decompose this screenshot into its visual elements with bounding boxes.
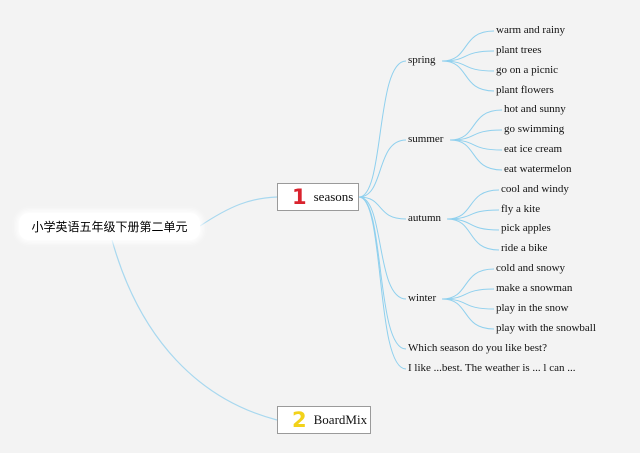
seasons-to-autumn-link <box>358 196 407 220</box>
number-one-icon: 1 <box>292 185 307 209</box>
winter-item-link <box>441 288 495 300</box>
topic-boardmix[interactable]: 2 BoardMix <box>277 406 371 434</box>
season-autumn[interactable]: autumn <box>408 212 441 224</box>
autumn-item[interactable]: cool and windy <box>501 183 569 195</box>
winter-item-link <box>441 298 495 310</box>
spring-item-link <box>441 50 495 62</box>
topic-label: seasons <box>313 189 354 204</box>
spring-item-link <box>441 60 495 72</box>
summer-item[interactable]: go swimming <box>504 123 565 135</box>
spring-item-link <box>441 30 495 62</box>
autumn-item[interactable]: fly a kite <box>501 203 541 215</box>
spring-item[interactable]: plant trees <box>496 44 542 56</box>
seasons-to-question-link <box>358 196 407 350</box>
root-to-seasons-link <box>199 196 278 227</box>
autumn-item[interactable]: pick apples <box>501 222 551 234</box>
winter-item[interactable]: cold and snowy <box>496 262 566 274</box>
winter-item[interactable]: play with the snowball <box>496 322 596 334</box>
root-topic[interactable]: 小学英语五年级下册第二单元 <box>19 213 200 240</box>
summer-item[interactable]: eat watermelon <box>504 163 572 175</box>
winter-item[interactable]: play in the snow <box>496 302 569 314</box>
root-to-boardmix-link <box>111 239 278 421</box>
topic-seasons[interactable]: 1 seasons <box>277 183 359 211</box>
autumn-item-link <box>446 209 500 220</box>
winter-item-link <box>441 268 495 300</box>
winter-item-link <box>441 298 495 330</box>
summer-item-link <box>449 139 503 171</box>
autumn-item-link <box>446 218 500 231</box>
seasons-to-summer-link <box>358 139 407 198</box>
spring-item[interactable]: plant flowers <box>496 84 554 96</box>
seasons-to-answer-link <box>358 196 407 370</box>
season-links <box>358 30 503 370</box>
spring-item[interactable]: go on a picnic <box>496 64 559 76</box>
seasons-to-winter-link <box>358 196 407 300</box>
root-label: 小学英语五年级下册第二单元 <box>31 220 188 234</box>
autumn-item[interactable]: ride a bike <box>501 242 548 254</box>
sentence-answer[interactable]: I like ...best. The weather is ... l can… <box>408 362 576 374</box>
summer-item-link <box>449 129 503 141</box>
seasons-to-spring-link <box>358 60 407 198</box>
spring-item-link <box>441 60 495 92</box>
number-two-icon: 2 <box>292 408 307 432</box>
season-spring[interactable]: spring <box>408 54 436 66</box>
sentence-question[interactable]: Which season do you like best? <box>408 342 547 354</box>
summer-item-link <box>449 139 503 151</box>
season-winter[interactable]: winter <box>408 292 437 304</box>
autumn-item-link <box>446 218 500 251</box>
winter-item[interactable]: make a snowman <box>496 282 573 294</box>
summer-item-link <box>449 109 503 141</box>
summer-item[interactable]: eat ice cream <box>504 143 563 155</box>
autumn-item-link <box>446 189 500 220</box>
topic-label: BoardMix <box>313 412 368 427</box>
summer-item[interactable]: hot and sunny <box>504 103 566 115</box>
spring-item[interactable]: warm and rainy <box>496 24 566 36</box>
season-summer[interactable]: summer <box>408 133 444 145</box>
